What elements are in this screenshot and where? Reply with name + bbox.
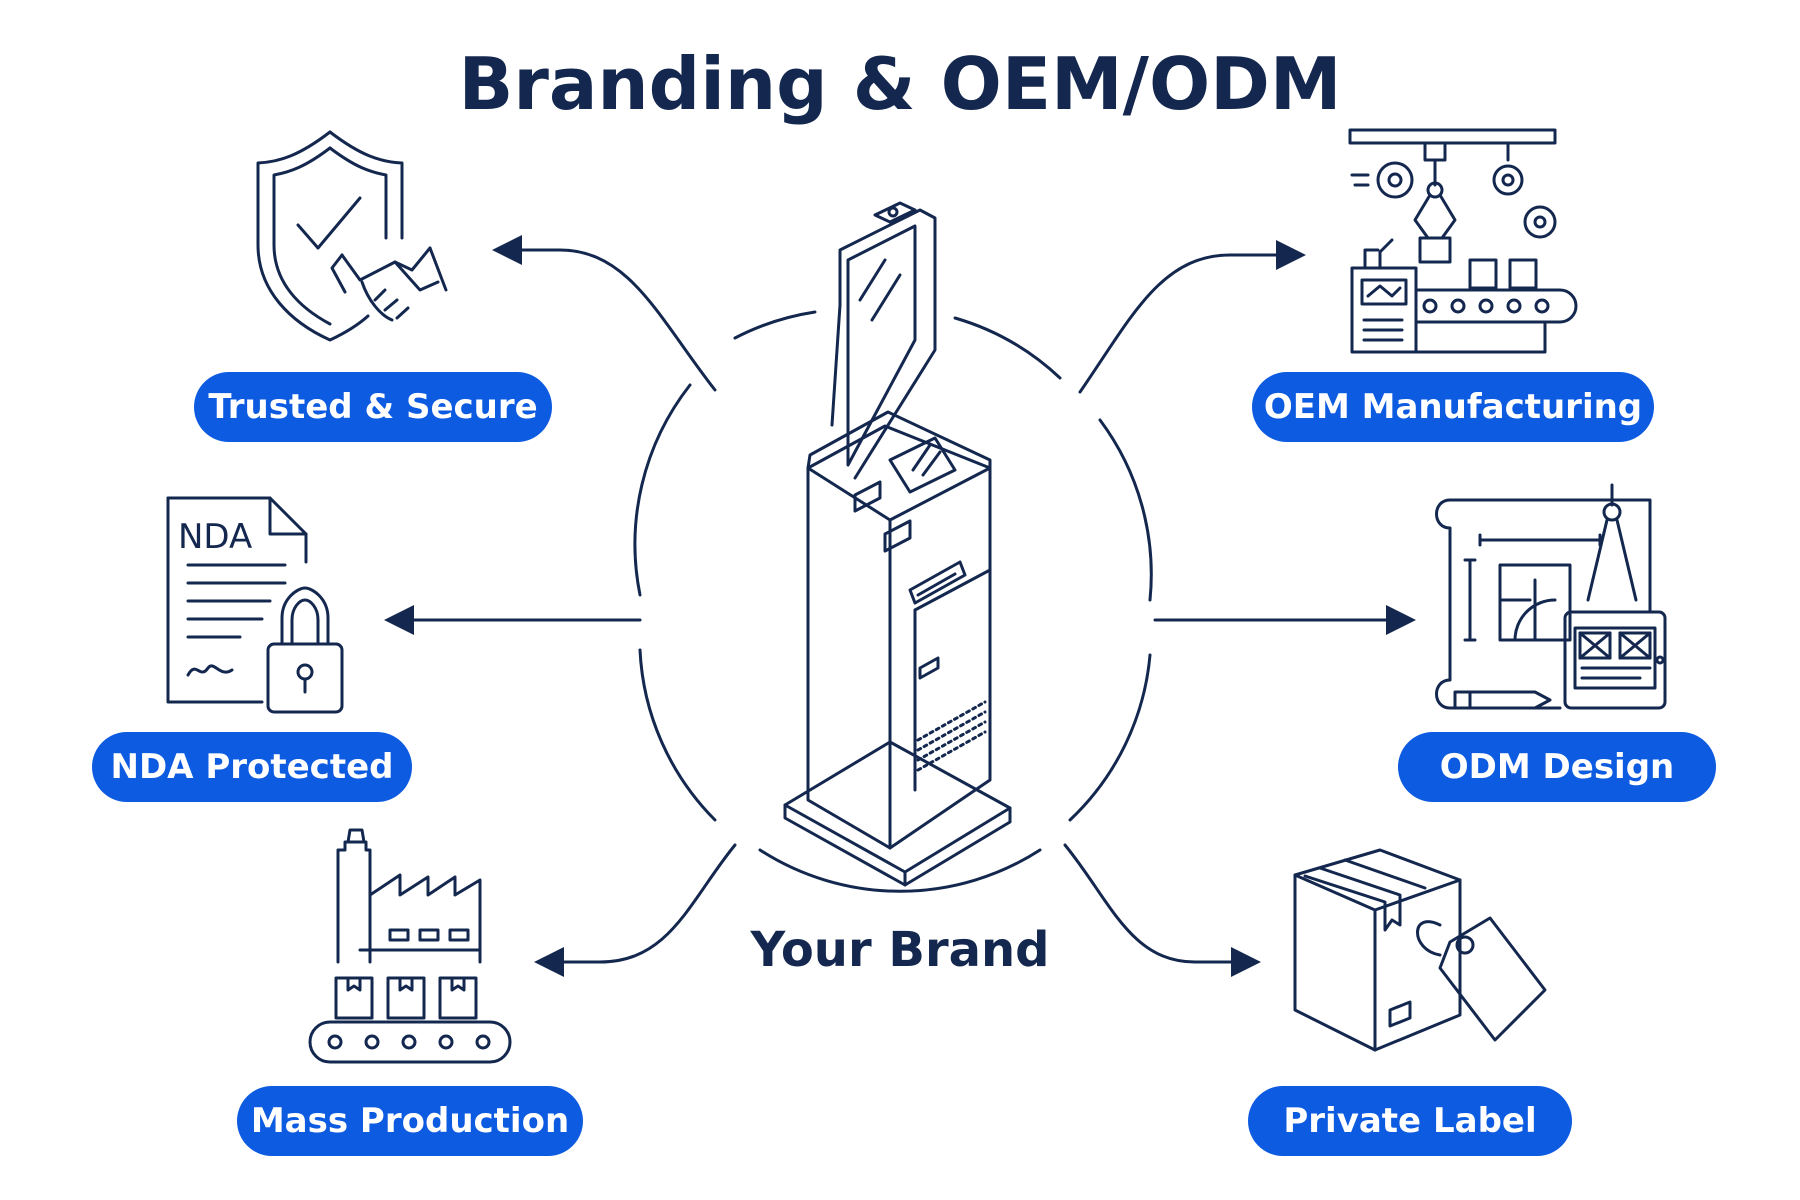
feature-pill-odm-design: ODM Design [1398, 732, 1716, 802]
feature-pill-trusted-secure: Trusted & Secure [194, 372, 552, 442]
connector-oem [1078, 240, 1306, 394]
robot-arm-assembly-icon [1348, 128, 1578, 354]
feature-pill-private-label: Private Label [1248, 1086, 1572, 1156]
connector-private [1063, 843, 1261, 977]
box-tag-icon [1293, 848, 1547, 1052]
feature-pill-nda-protected: NDA Protected [92, 732, 412, 802]
factory-conveyor-icon [308, 828, 512, 1064]
nda-lock-icon [166, 496, 344, 714]
connector-mass [534, 843, 737, 977]
center-label-your-brand: Your Brand [750, 922, 1050, 978]
blueprint-compass-icon [1435, 483, 1667, 710]
feature-pill-mass-production: Mass Production [237, 1086, 583, 1156]
center-circle [633, 310, 1153, 893]
shield-handshake-icon [256, 130, 448, 342]
feature-pill-oem-manufacturing: OEM Manufacturing [1252, 372, 1654, 442]
diagram-title: Branding & OEM/ODM [458, 42, 1342, 126]
kiosk-icon [783, 201, 1012, 887]
connector-trusted [492, 235, 717, 392]
